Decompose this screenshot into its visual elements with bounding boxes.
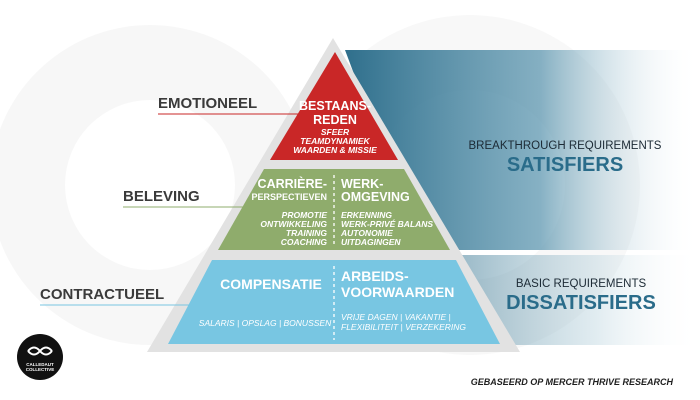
logo-text-line-2: COLLECTIVE xyxy=(26,367,55,372)
bestaansreden-title-2: REDEN xyxy=(313,113,357,127)
arbeidsvoorwaarden-title-1: ARBEIDS- xyxy=(341,268,409,284)
calledaut-logo: CALLEDAUT COLLECTIVE xyxy=(17,334,63,380)
dissatisfiers-title: DISSATISFIERS xyxy=(506,292,656,314)
level-beleving-block xyxy=(218,169,450,250)
bestaansreden-item-1: SFEER xyxy=(321,127,350,137)
dissatisfiers-subtitle: BASIC REQUIREMENTS xyxy=(516,278,647,290)
logo-text-line-1: CALLEDAUT xyxy=(26,362,54,367)
label-emotioneel: EMOTIONEEL xyxy=(158,95,257,112)
compensatie-items: SALARIS | OPSLAG | BONUSSEN xyxy=(199,318,332,328)
bestaansreden-title-1: BESTAANS- xyxy=(299,99,371,113)
satisfiers-band xyxy=(345,50,700,250)
werkomgeving-title-1: WERK- xyxy=(341,177,383,191)
compensatie-title: COMPENSATIE xyxy=(220,276,322,292)
carriere-title-2: PERSPECTIEVEN xyxy=(251,192,327,202)
carriere-item-4: COACHING xyxy=(281,237,328,247)
source-credit: GEBASEERD OP MERCER THRIVE RESEARCH xyxy=(471,377,674,387)
werkomgeving-title-2: OMGEVING xyxy=(341,190,410,204)
satisfiers-subtitle: BREAKTHROUGH REQUIREMENTS xyxy=(469,140,662,152)
arbeidsvoorwaarden-title-2: VOORWAARDEN xyxy=(341,284,454,300)
carriere-item-1: PROMOTIE xyxy=(282,210,328,220)
label-contractueel: CONTRACTUEEL xyxy=(40,286,164,303)
carriere-item-3: TRAINING xyxy=(286,228,327,238)
werkomgeving-item-3: AUTONOMIE xyxy=(340,228,393,238)
carriere-item-2: ONTWIKKELING xyxy=(260,219,327,229)
carriere-title-1: CARRIÈRE- xyxy=(258,176,327,191)
level-emotioneel-block xyxy=(270,52,398,160)
bestaansreden-item-3: WAARDEN & MISSIE xyxy=(293,145,377,155)
dissatisfiers-band xyxy=(440,255,700,345)
satisfiers-title: SATISFIERS xyxy=(507,154,623,176)
arbeidsvoorwaarden-item-1: VRIJE DAGEN | VAKANTIE | xyxy=(341,312,451,322)
bestaansreden-item-2: TEAMDYNAMIEK xyxy=(300,136,370,146)
arbeidsvoorwaarden-item-2: FLEXIBILITEIT | VERZEKERING xyxy=(341,322,466,332)
werkomgeving-item-4: UITDAGINGEN xyxy=(341,237,401,247)
label-beleving: BELEVING xyxy=(123,188,200,205)
werkomgeving-item-2: WERK-PRIVÉ BALANS xyxy=(341,219,433,229)
werkomgeving-item-1: ERKENNING xyxy=(341,210,392,220)
